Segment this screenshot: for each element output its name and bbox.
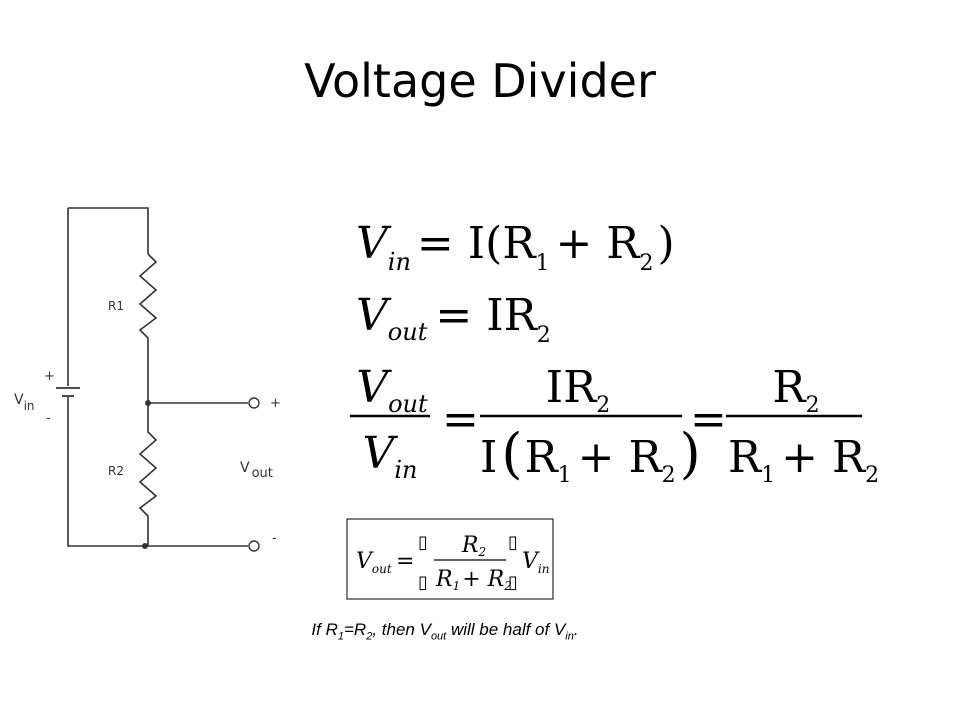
resistor-r1 (138, 253, 158, 403)
svg-text:R1+ R2: R1+ R2 (435, 567, 512, 593)
equations-block: Vin= I(R1+ R2) Vout= IR2 Vout Vin = IR2 … (350, 218, 879, 488)
equation-vin: Vin= I(R1+ R2) (356, 218, 675, 276)
formula-box (346, 518, 554, 600)
svg-text:Vout: Vout (356, 549, 392, 576)
equation-vout: Vout= IR2 (356, 290, 551, 348)
svg-text:I(R1+ R2): I(R1+ R2) (480, 422, 701, 488)
svg-text:=: = (442, 394, 479, 445)
left-bracket-top: ▯ (418, 532, 428, 553)
svg-text:Vin: Vin (522, 549, 549, 576)
right-bracket-bottom: ▯ (508, 572, 518, 593)
svg-text:=: = (690, 394, 727, 445)
svg-text:R2: R2 (461, 533, 486, 559)
svg-text:Vout= IR2: Vout= IR2 (356, 290, 551, 348)
svg-text:R2: R2 (772, 362, 819, 418)
top-wire (68, 207, 149, 254)
vout-minus-label: - (272, 531, 277, 546)
svg-text:R1+ R2: R1+ R2 (728, 432, 879, 488)
svg-text:Vin: Vin (363, 428, 418, 484)
right-bracket-top: ▯ (508, 532, 518, 553)
vout-minus-terminal (248, 540, 260, 552)
vout-plus-label: + (270, 396, 281, 411)
svg-text:=: = (396, 549, 414, 574)
svg-text:IR2: IR2 (546, 362, 611, 418)
equation-ratio: Vout Vin = IR2 I(R1+ R2) = R2 R1+ R2 (350, 362, 879, 488)
left-bracket-bottom: ▯ (418, 572, 428, 593)
vout-plus-terminal (248, 397, 260, 409)
vin-minus-label: - (46, 411, 51, 426)
boxed-vout-formula: Vout = ▯ ▯ R2 R1+ R2 ▯ ▯ Vin (346, 518, 554, 600)
footnote: If R1=R2, then Vout will be half of Vin. (311, 620, 579, 643)
svg-text:Vin= I(R1+ R2): Vin= I(R1+ R2) (356, 218, 675, 276)
left-wire-bottom (67, 397, 248, 547)
vin-label: Vin (14, 392, 35, 413)
svg-text:Vout: Vout (356, 362, 428, 418)
node-dot-bottom (142, 543, 148, 549)
r1-label: R1 (108, 299, 124, 313)
r2-label: R2 (108, 464, 124, 478)
slide-title: Voltage Divider (304, 54, 656, 108)
resistor-r2 (138, 403, 158, 546)
vin-plus-label: + (44, 369, 55, 384)
